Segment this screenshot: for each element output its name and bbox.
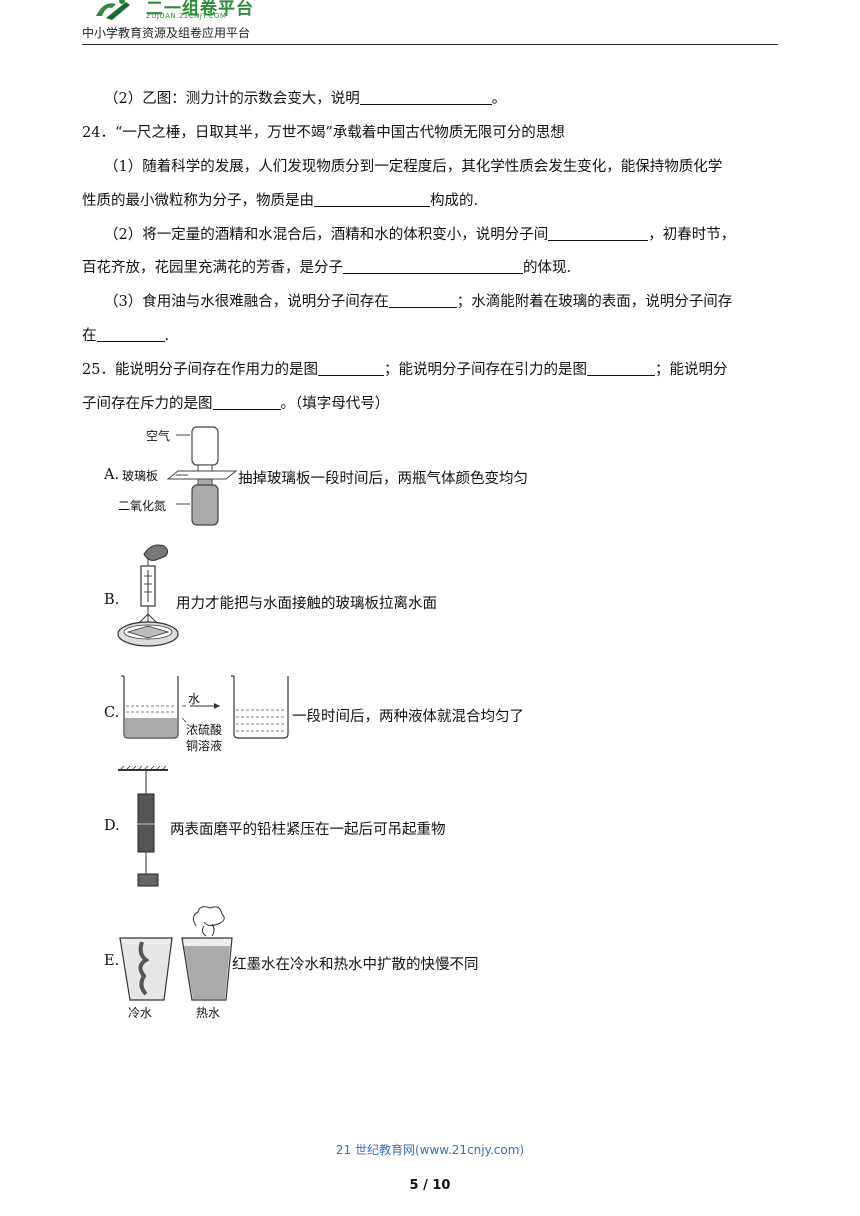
q24-part1-line2: 性质的最小微粒称为分子，物质是由 构成的.: [82, 191, 478, 211]
q24-stem: 24．“一尺之棰，日取其半，万世不竭”承载着中国古代物质无限可分的思想: [82, 125, 565, 141]
answer-blank[interactable]: [548, 226, 649, 241]
option-e-letter: E.: [104, 953, 120, 969]
label-hot-water: 热水: [196, 1006, 221, 1020]
footer-site-link[interactable]: 21 世纪教育网(www.21cnjy.com): [335, 1143, 525, 1157]
q25-stem-line1: 25．能说明分子间存在作用力的是图 ；能说明分子间存在引力的是图 ；能说明分: [82, 360, 727, 380]
label-air: 空气: [146, 429, 171, 443]
logo-subtext: ZUJUAN.21CNJY.COM: [146, 12, 227, 20]
q24-part3-text: （3）食用油与水很难融合，说明分子间存在: [104, 294, 389, 310]
option-e-text: 红墨水在冷水和热水中扩散的快慢不同: [232, 957, 479, 973]
answer-blank[interactable]: [317, 361, 384, 376]
figure-a-gas-bottles: [166, 426, 238, 526]
q24-part2-line2: 百花齐放，花园里充满花的芳香，是分子 的体现.: [82, 258, 571, 278]
answer-blank[interactable]: [586, 361, 655, 376]
header-subtitle: 中小学教育资源及组卷应用平台: [82, 26, 251, 40]
q23-part2-text: （2）乙图：测力计的示数会变大，说明: [104, 91, 360, 107]
figure-e-ink-diffusion: [119, 906, 233, 1001]
option-a-letter: A.: [104, 467, 120, 483]
option-c-letter: C.: [104, 705, 120, 721]
q24-part2-text2: 百花齐放，花园里充满花的芳香，是分子: [82, 260, 343, 276]
q25-text-d: 子间存在斥力的是图: [82, 396, 213, 412]
answer-blank[interactable]: [359, 90, 492, 105]
option-c-text: 一段时间后，两种液体就混合均匀了: [292, 709, 524, 725]
q25-text-a: 25．能说明分子间存在作用力的是图: [82, 362, 318, 378]
answer-blank[interactable]: [96, 327, 165, 342]
figure-d-lead-cylinders: [118, 765, 168, 887]
q23-part2-end: 。: [491, 91, 507, 107]
page-header: 二一组卷平台 ZUJUAN.21CNJY.COM 中小学教育资源及组卷应用平台: [82, 0, 778, 45]
q24-part2-text: （2）将一定量的酒精和水混合后，酒精和水的体积变小，说明分子间: [104, 227, 549, 243]
q24-part3-line1: （3）食用油与水很难融合，说明分子间存在 ；水滴能附着在玻璃的表面，说明分子间存: [104, 292, 732, 312]
figure-c-beakers: [121, 675, 289, 739]
q24-part3-mid: ；水滴能附着在玻璃的表面，说明分子间存: [456, 294, 733, 310]
q24-part2-end: 的体现.: [523, 260, 572, 276]
page-number: 5 / 10: [409, 1178, 451, 1193]
answer-blank[interactable]: [388, 293, 457, 308]
q23-part2-line: （2）乙图：测力计的示数会变大，说明 。: [104, 89, 506, 109]
label-cold-water: 冷水: [128, 1006, 153, 1020]
q24-part2-mid: ，初春时节，: [648, 227, 736, 243]
site-logo: [96, 0, 130, 20]
q24-part1-line1: （1）随着科学的发展，人们发现物质分到一定程度后，其化学性质会发生变化，能保持物…: [104, 159, 723, 175]
figure-b-spring-scale: [117, 544, 179, 647]
answer-blank[interactable]: [212, 395, 281, 410]
option-d-letter: D.: [104, 818, 120, 834]
label-cuso4-line2: 铜溶液: [186, 739, 223, 753]
q24-part3-line2: 在.: [82, 326, 169, 346]
q25-text-c: ；能说明分: [654, 362, 728, 378]
q25-stem-line2: 子间存在斥力的是图 。（填字母代号）: [82, 394, 389, 414]
q24-part1-end: 构成的.: [430, 193, 479, 209]
label-water: 水: [188, 692, 201, 706]
option-a-text: 抽掉玻璃板一段时间后，两瓶气体颜色变均匀: [238, 471, 528, 487]
q25-text-b: ；能说明分子间存在引力的是图: [383, 362, 587, 378]
label-cuso4-line1: 浓硫酸: [186, 723, 223, 737]
label-no2: 二氧化氮: [118, 499, 167, 513]
answer-blank[interactable]: [314, 192, 430, 207]
option-b-text: 用力才能把与水面接触的玻璃板拉离水面: [176, 596, 437, 612]
option-d-text: 两表面磨平的铅柱紧压在一起后可吊起重物: [170, 822, 446, 838]
logo-text: 二一组卷平台: [146, 0, 254, 19]
q25-text-e: 。（填字母代号）: [280, 396, 390, 412]
q24-part2-line1: （2）将一定量的酒精和水混合后，酒精和水的体积变小，说明分子间 ，初春时节，: [104, 225, 735, 245]
answer-blank[interactable]: [343, 259, 523, 274]
q24-part3-text2: 在: [82, 328, 97, 344]
label-glass-plate: 玻璃板: [122, 469, 159, 483]
q24-part3-end: .: [164, 328, 170, 344]
option-b-letter: B.: [104, 592, 120, 608]
q24-part1-text: 性质的最小微粒称为分子，物质是由: [82, 193, 314, 209]
